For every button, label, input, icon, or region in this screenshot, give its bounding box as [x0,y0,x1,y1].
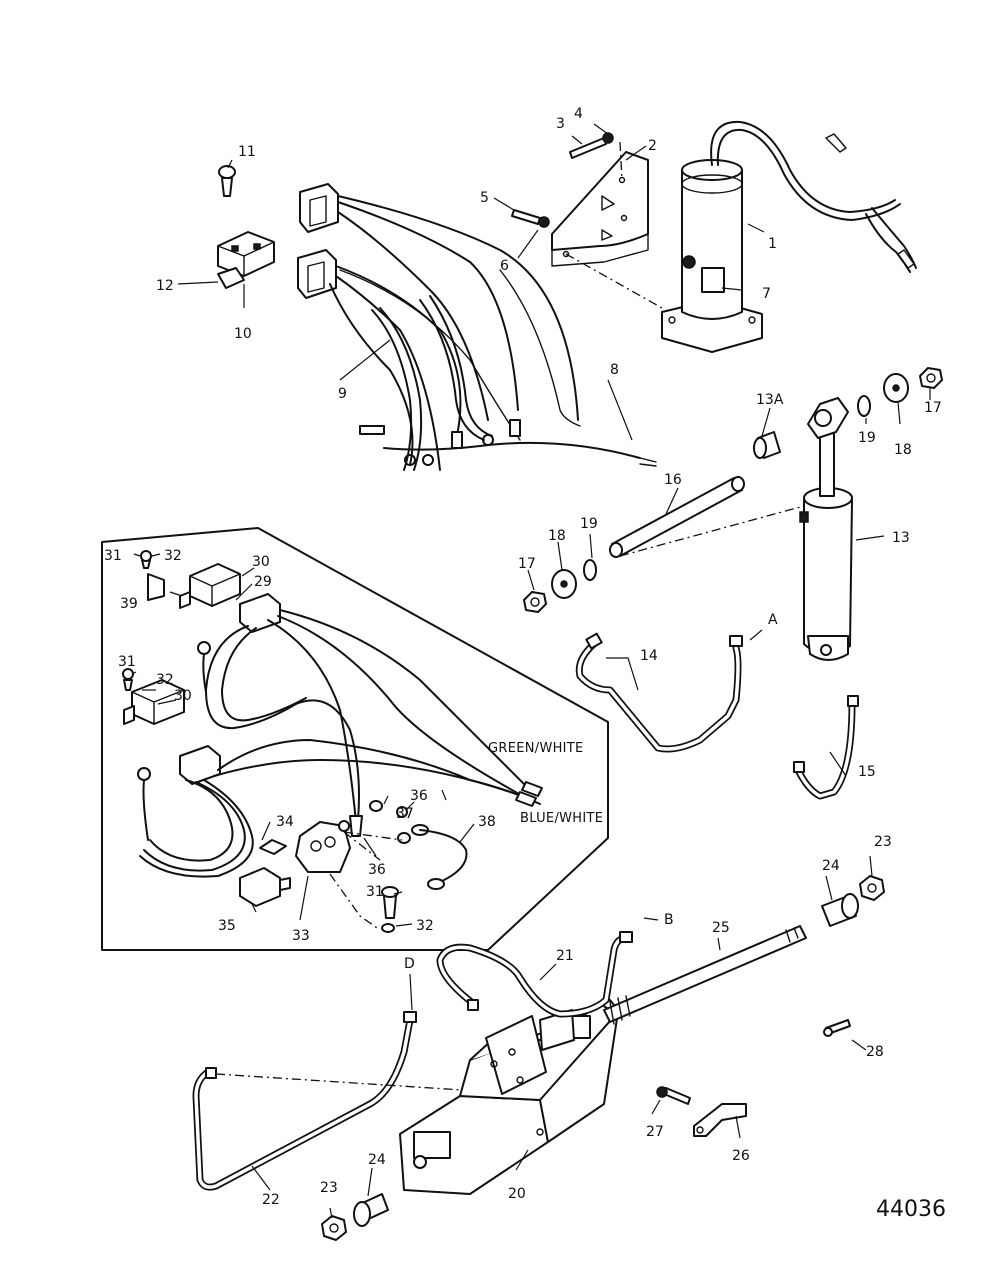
callout-17-left: 17 [518,556,536,572]
callout-39: 39 [120,596,138,612]
left-fasteners [523,559,597,613]
bracket-screws [511,132,614,228]
callout-18-right: 18 [894,442,912,458]
callout-13: 13 [892,530,910,546]
callout-30-top: 30 [252,554,270,570]
leader-lines [131,123,931,1219]
inset-panel-outline [101,527,609,951]
callout-18-left: 18 [548,528,566,544]
wire-label-green-white: GREEN/WHITE [488,741,584,756]
callout-11: 11 [238,144,256,160]
callout-31-bottom: 31 [366,884,384,900]
shaft-25 [603,925,807,1025]
callout-37: 37 [396,806,414,822]
callout-21: 21 [556,948,574,964]
callout-7: 7 [762,286,771,302]
hydraulic-line-22 [192,1011,463,1191]
right-fitting [821,875,885,927]
callout-13a: 13A [756,392,784,408]
bushing-13a [753,431,781,459]
callout-labels: 1 2 3 4 5 6 7 8 9 10 11 12 13 13A 14 15 … [104,106,942,1208]
callout-19-right: 19 [858,430,876,446]
callout-4: 4 [574,106,583,122]
callout-10: 10 [234,326,252,342]
clamp-and-rivet [656,1019,851,1137]
inset-relays [122,550,241,725]
callout-24-left: 24 [368,1152,386,1168]
callout-2: 2 [648,138,657,154]
inset-harness [137,593,543,878]
relay-10 [217,165,275,289]
hydraulic-line-15 [793,695,859,800]
callout-19-left: 19 [580,516,598,532]
callout-24-right: 24 [822,858,840,874]
callout-20: 20 [508,1186,526,1202]
hydraulic-line-14 [575,632,743,753]
callout-36-bottom: 36 [368,862,386,878]
figure-number: 44036 [876,1197,946,1222]
trim-cylinder-13 [799,397,853,661]
callout-33: 33 [292,928,310,944]
pivot-pin-16 [609,476,745,558]
callout-5: 5 [480,190,489,206]
callout-25: 25 [712,920,730,936]
callout-32-bottom: 32 [416,918,434,934]
left-fitting [321,1193,389,1241]
callout-d: D [404,956,415,972]
callout-28: 28 [866,1044,884,1060]
right-fasteners [857,367,943,417]
callout-b: B [664,912,674,928]
callout-9: 9 [338,386,347,402]
callout-8: 8 [610,362,619,378]
callout-a: A [768,612,778,628]
callout-22: 22 [262,1192,280,1208]
pump-housing-20 [399,999,619,1195]
callout-31-mid: 31 [118,654,136,670]
pump-motor [661,120,917,353]
callout-31-top: 31 [104,548,122,564]
hydraulic-line-21 [436,931,633,1018]
callout-23-right: 23 [874,834,892,850]
wire-label-blue-white: BLUE/WHITE [520,811,603,826]
callout-32-top: 32 [164,548,182,564]
callout-30-mid: 30 [174,688,192,704]
callout-16: 16 [664,472,682,488]
callout-35: 35 [218,918,236,934]
callout-17-right: 17 [924,400,942,416]
callout-23-left: 23 [320,1180,338,1196]
callout-1: 1 [768,236,777,252]
callout-14: 14 [640,648,658,664]
callout-6: 6 [500,258,509,274]
callout-32-mid: 32 [156,672,174,688]
callout-38: 38 [478,814,496,830]
callout-12: 12 [156,278,174,294]
callout-3: 3 [556,116,565,132]
wiring-harness-9 [297,183,657,471]
callout-27: 27 [646,1124,664,1140]
pin-centerline [619,505,805,557]
mounting-bracket [551,141,663,309]
callout-15: 15 [858,764,876,780]
callout-29: 29 [254,574,272,590]
callout-26: 26 [732,1148,750,1164]
inset-circuit-breaker [239,800,468,933]
callout-36-top: 36 [410,788,428,804]
callout-34: 34 [276,814,294,830]
